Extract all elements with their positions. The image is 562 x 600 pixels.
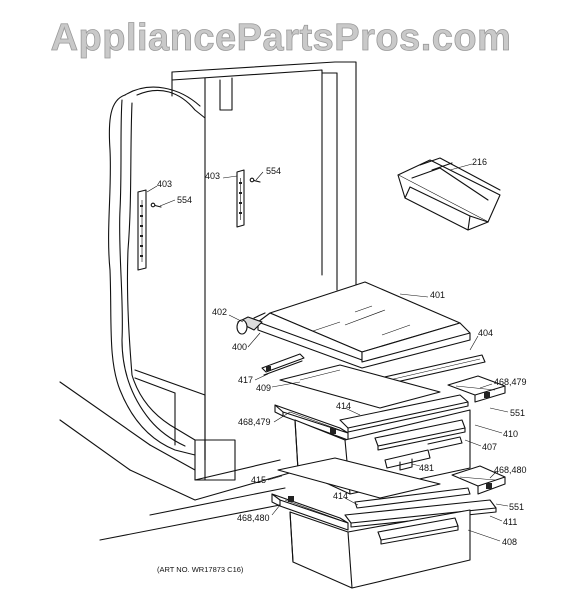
lower-slide-rail-right [451,465,506,495]
label-481: 481 [419,463,434,473]
label-403-right: 403 [205,171,220,181]
label-400: 400 [232,342,247,352]
cabinet-liner [59,61,357,541]
slide-rail-417 [261,353,305,376]
lower-drawer-frame [344,487,497,528]
label-551-upper: 551 [510,408,525,418]
label-411: 411 [503,517,517,527]
label-554-left: 554 [177,195,192,205]
screw-right [249,177,261,183]
art-number-caption: (ART NO. WR17873 C16) [157,565,244,574]
label-410: 410 [503,429,518,439]
shelf-frame [257,312,471,369]
bottle-rack-bin [397,157,501,231]
upper-slide-rail-right [447,375,506,403]
label-403-left: 403 [157,179,172,189]
label-404: 404 [478,328,493,338]
label-554-right: 554 [266,166,281,176]
humidity-control-slide [384,436,463,471]
part-number-labels: 403 554 403 554 216 401 402 400 404 417 … [157,157,527,547]
leader-lines [146,163,509,542]
label-401: 401 [430,290,445,300]
label-407: 407 [482,442,497,452]
shelf-bracket-right [236,169,245,228]
label-414-lower: 414 [333,491,348,501]
shelf-end-cap [236,312,266,335]
lower-cover-panel [277,457,441,499]
label-414-upper: 414 [336,401,351,411]
label-408: 408 [502,537,517,547]
label-216: 216 [472,157,487,167]
crisper-cover-panel [279,364,441,409]
door-gasket [108,86,206,456]
label-415: 415 [251,475,266,485]
lower-slide-rail-left [271,493,349,531]
label-468-480-right: 468,480 [494,465,527,475]
watermark-text: AppliancePartsPros.com [51,17,512,59]
lower-drawer [289,509,471,589]
label-417: 417 [238,375,253,385]
screw-left [150,202,162,208]
label-551-lower: 551 [509,502,524,512]
label-468-479-left: 468,479 [238,417,271,427]
upper-drawer-frame [339,394,469,433]
label-468-479-right: 468,479 [494,377,527,387]
label-409: 409 [256,383,271,393]
shelf-bracket-left [137,189,147,271]
label-468-480-left: 468,480 [237,513,270,523]
label-402: 402 [212,307,227,317]
